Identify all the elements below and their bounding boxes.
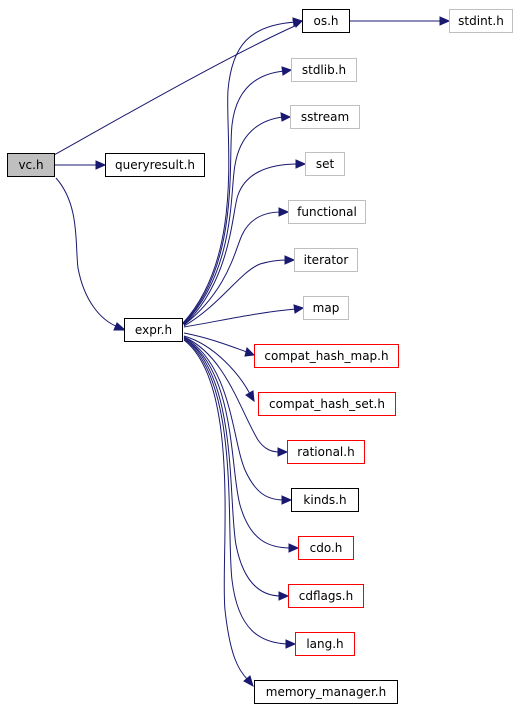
- node-queryresult-h[interactable]: queryresult.h: [105, 153, 205, 177]
- node-os-h[interactable]: os.h: [302, 9, 350, 33]
- edge-expr-to-map: [183, 308, 297, 328]
- arrow-expr-to-map: [293, 304, 305, 314]
- arrow-expr-to-set: [295, 159, 307, 169]
- arrow-vc-to-expr: [113, 322, 127, 331]
- arrow-expr-to-sstream: [280, 112, 292, 122]
- edge-expr-to-rational: [183, 336, 281, 453]
- edges: [53, 16, 451, 688]
- arrow-expr-to-rational: [277, 447, 289, 457]
- edge-expr-to-compat-hash-map: [183, 332, 248, 353]
- node-stdint-h[interactable]: stdint.h: [449, 9, 513, 33]
- edge-expr-to-lang: [183, 338, 289, 645]
- arrow-expr-to-iterator: [284, 255, 296, 265]
- node-vc-h: vc.h: [7, 153, 55, 177]
- node-lang-h[interactable]: lang.h: [295, 632, 355, 656]
- edge-expr-to-sstream: [183, 116, 284, 325]
- node-set[interactable]: set: [305, 152, 345, 176]
- edge-expr-to-stdlib: [182, 70, 285, 325]
- node-stdlib-h[interactable]: stdlib.h: [291, 58, 357, 82]
- node-iterator[interactable]: iterator: [294, 248, 358, 272]
- arrow-expr-to-kinds: [281, 495, 293, 505]
- arrow-expr-to-compat-hash-map: [244, 347, 256, 357]
- node-functional[interactable]: functional: [288, 200, 366, 224]
- arrow-os-to-stdint: [439, 16, 451, 26]
- node-compat-hash-set-h[interactable]: compat_hash_set.h: [258, 392, 396, 416]
- arrow-expr-to-memory-manager: [243, 675, 254, 688]
- arrow-expr-to-stdlib: [281, 66, 293, 76]
- edge-expr-to-iterator: [183, 259, 288, 327]
- node-kinds-h[interactable]: kinds.h: [291, 488, 359, 512]
- edge-expr-to-os: [182, 21, 297, 324]
- edge-vc-to-expr: [55, 177, 119, 328]
- node-rational-h[interactable]: rational.h: [287, 440, 365, 464]
- arrow-expr-to-lang: [285, 639, 297, 649]
- node-sstream[interactable]: sstream: [290, 105, 360, 129]
- edge-expr-to-memory-manager: [183, 339, 249, 681]
- edge-expr-to-cdflags: [183, 337, 282, 597]
- edge-vc-to-os: [53, 24, 298, 156]
- node-expr-h[interactable]: expr.h: [124, 318, 183, 342]
- node-cdo-h[interactable]: cdo.h: [298, 536, 354, 560]
- arrow-expr-to-os: [292, 17, 304, 27]
- edge-expr-to-kinds: [183, 336, 285, 501]
- edge-expr-to-cdo: [183, 337, 292, 549]
- arrow-expr-to-compat-hash-set: [245, 390, 255, 403]
- node-map[interactable]: map: [303, 296, 349, 320]
- edge-expr-to-functional: [183, 211, 282, 326]
- edge-expr-to-compat-hash-set: [183, 335, 251, 395]
- arrow-vc-to-queryresult: [95, 160, 107, 170]
- edge-expr-to-set: [183, 163, 299, 326]
- arrow-expr-to-cdflags: [278, 591, 290, 601]
- node-cdflags-h[interactable]: cdflags.h: [288, 584, 364, 608]
- arrow-expr-to-cdo: [288, 543, 300, 553]
- arrow-expr-to-functional: [278, 207, 290, 217]
- node-memory-manager-h[interactable]: memory_manager.h: [254, 680, 398, 704]
- node-compat-hash-map-h[interactable]: compat_hash_map.h: [254, 344, 399, 368]
